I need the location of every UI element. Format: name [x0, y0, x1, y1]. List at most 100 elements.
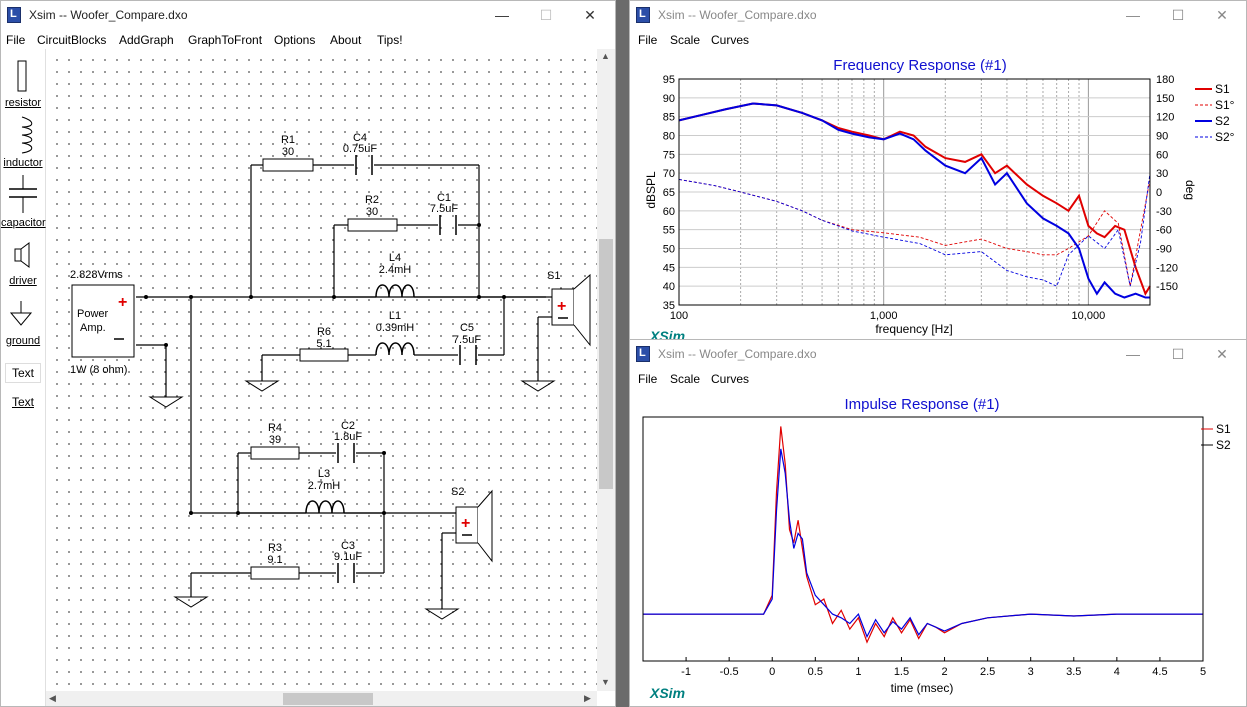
capacitor-c2[interactable]: [337, 443, 355, 463]
impulse-response-window: Xsim -- Woofer_Compare.dxo — ☐ ✕ File Sc…: [629, 339, 1247, 707]
palette-capacitor[interactable]: capacitor: [1, 173, 46, 229]
maximize-icon[interactable]: ☐: [1171, 7, 1185, 23]
x-tick-label: 0: [769, 666, 775, 678]
title-bar: Xsim -- Woofer_Compare.dxo — ☐ ✕: [1, 1, 615, 30]
capacitor-c5[interactable]: [459, 345, 477, 365]
inductor-l4[interactable]: [375, 284, 415, 298]
scroll-up-icon[interactable]: ▲: [601, 51, 610, 61]
menu-file[interactable]: File: [638, 372, 658, 386]
palette-resistor[interactable]: resistor: [1, 59, 45, 109]
minimize-icon[interactable]: —: [495, 7, 509, 23]
menu-scale[interactable]: Scale: [670, 372, 701, 386]
resistor-r3[interactable]: [250, 566, 300, 580]
y-tick-label: 50: [663, 244, 675, 256]
maximize-icon[interactable]: ☐: [539, 7, 553, 23]
component-palette: resistor inductor capacitor driver groun…: [1, 49, 46, 706]
text-tool-icon: Text: [4, 363, 41, 383]
y2-tick-label: 120: [1156, 112, 1174, 124]
inductor-l1[interactable]: [375, 342, 415, 356]
close-icon[interactable]: ✕: [1216, 346, 1228, 362]
r2-name: R2: [365, 194, 379, 206]
menu-file[interactable]: File: [638, 33, 658, 47]
capacitor-c4[interactable]: [355, 155, 373, 175]
circuit-diagram: + Power Amp. 2.828Vrms 1W (8 ohm): [70, 132, 591, 620]
menu-bar: File Scale Curves: [630, 30, 1246, 49]
c3-value: 9.1uF: [334, 551, 362, 563]
series-line-s2-phase: [678, 173, 1151, 287]
capacitor-c3[interactable]: [337, 563, 355, 583]
capacitor-c1[interactable]: [439, 215, 457, 235]
schematic-canvas[interactable]: + Power Amp. 2.828Vrms 1W (8 ohm): [46, 49, 597, 691]
title-bar: Xsim -- Woofer_Compare.dxo — ☐ ✕: [630, 340, 1246, 369]
inductor-l3[interactable]: [305, 500, 345, 514]
r6-value: 5.1: [316, 338, 331, 350]
l3-value: 2.7mH: [308, 480, 340, 492]
c3-name: C3: [341, 540, 355, 552]
svg-text:+: +: [557, 298, 566, 315]
palette-driver[interactable]: driver: [1, 239, 45, 289]
xsim-app-icon: [636, 7, 650, 23]
y2-tick-label: 0: [1156, 187, 1162, 199]
menu-about[interactable]: About: [330, 33, 362, 47]
horizontal-scroll-thumb[interactable]: [283, 693, 373, 705]
scroll-right-icon[interactable]: ▶: [584, 693, 591, 703]
legend-s2: S2: [1216, 438, 1231, 452]
menu-tips[interactable]: Tips!: [377, 33, 403, 47]
r4-value: 39: [269, 434, 281, 446]
chart-title: Impulse Response (#1): [844, 396, 999, 413]
menu-curves[interactable]: Curves: [711, 372, 750, 386]
menu-file[interactable]: File: [6, 33, 26, 47]
menu-options[interactable]: Options: [274, 33, 316, 47]
vertical-scrollbar[interactable]: ▲ ▼: [597, 49, 615, 691]
title-bar: Xsim -- Woofer_Compare.dxo — ☐ ✕: [630, 1, 1246, 30]
menu-circuitblocks[interactable]: CircuitBlocks: [37, 33, 107, 47]
menu-graphtofront[interactable]: GraphToFront: [188, 33, 263, 47]
c5-value: 7.5uF: [453, 334, 481, 346]
menu-addgraph[interactable]: AddGraph: [119, 33, 174, 47]
palette-inductor[interactable]: inductor: [1, 115, 45, 169]
amp-label-2: Amp.: [80, 322, 106, 334]
speaker-icon: [14, 242, 30, 268]
horizontal-scrollbar[interactable]: ◀ ▶: [46, 691, 597, 706]
menu-curves[interactable]: Curves: [711, 33, 750, 47]
maximize-icon[interactable]: ☐: [1171, 346, 1185, 362]
l1-value: 0.39mH: [376, 322, 415, 334]
driver-s1[interactable]: +: [551, 273, 591, 347]
menu-scale[interactable]: Scale: [670, 33, 701, 47]
c2-value: 1.8uF: [334, 431, 362, 443]
resistor-r1[interactable]: [262, 158, 314, 172]
scroll-left-icon[interactable]: ◀: [49, 693, 56, 703]
palette-ground[interactable]: ground: [1, 299, 45, 349]
x-tick-label: 1.5: [894, 666, 909, 678]
y-tick-label: 65: [663, 187, 675, 199]
minimize-icon[interactable]: —: [1126, 7, 1140, 23]
y-tick-label: 75: [663, 149, 675, 161]
power-amplifier[interactable]: + Power Amp.: [71, 284, 135, 358]
y2-tick-label: 150: [1156, 93, 1174, 105]
impulse-response-chart[interactable]: Impulse Response (#1) time (msec) XSim -…: [630, 389, 1247, 707]
x-tick-label: 1,000: [870, 310, 898, 322]
y-tick-label: 45: [663, 262, 675, 274]
frequency-response-chart[interactable]: Frequency Response (#1) dBSPL deg freque…: [630, 50, 1247, 340]
close-icon[interactable]: ✕: [584, 7, 596, 23]
capacitor-icon: [9, 175, 37, 213]
resistor-r2[interactable]: [347, 218, 398, 232]
xsim-app-icon: [636, 346, 650, 362]
palette-text-link[interactable]: Text: [1, 395, 45, 413]
series-line-s1: [643, 426, 1203, 644]
legend-s2: S2: [1215, 114, 1230, 128]
palette-label: Text: [11, 395, 34, 409]
minimize-icon[interactable]: —: [1126, 346, 1140, 362]
driver-s1-label: S1: [547, 270, 560, 282]
y-tick-label: 85: [663, 112, 675, 124]
driver-s2[interactable]: +: [455, 489, 493, 563]
palette-text[interactable]: Text: [1, 363, 45, 385]
palette-label: inductor: [3, 157, 43, 169]
scroll-down-icon[interactable]: ▼: [601, 677, 610, 687]
resistor-r4[interactable]: [250, 446, 300, 460]
vertical-scroll-thumb[interactable]: [599, 239, 613, 489]
resistor-r6[interactable]: [299, 348, 349, 362]
l3-name: L3: [318, 468, 330, 480]
close-icon[interactable]: ✕: [1216, 7, 1228, 23]
y2-tick-label: 60: [1156, 149, 1168, 161]
